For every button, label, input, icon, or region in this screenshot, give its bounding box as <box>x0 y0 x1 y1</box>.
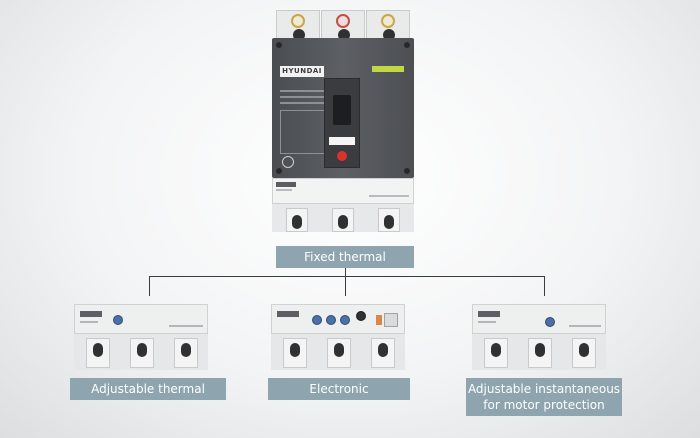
accent-strip <box>372 66 404 72</box>
caption-fixed-thermal: Fixed thermal <box>276 246 414 268</box>
trip-unit-adjustable-instantaneous <box>472 304 606 370</box>
caption-electronic: Electronic <box>268 378 410 400</box>
breaker-housing: HYUNDAI <box>272 38 414 178</box>
spec-table <box>280 110 328 154</box>
top-terminal <box>366 10 410 41</box>
connector-horizontal <box>149 276 545 277</box>
main-breaker-image: HYUNDAI <box>268 10 418 232</box>
caption-text-line2: for motor protection <box>483 398 605 412</box>
handle-well <box>324 78 360 168</box>
connector-left <box>149 276 150 296</box>
rating-label <box>329 137 355 145</box>
trip-unit-electronic <box>271 304 405 370</box>
caption-text: Electronic <box>309 382 369 396</box>
connector-center <box>345 276 346 296</box>
trip-unit-adjustable-thermal <box>74 304 208 370</box>
top-terminal <box>321 10 365 41</box>
caption-text: Fixed thermal <box>304 250 386 264</box>
caption-text-line1: Adjustable instantaneous <box>467 382 621 396</box>
connector-right <box>544 276 545 296</box>
connector-stem <box>345 268 346 277</box>
caption-text: Adjustable thermal <box>91 382 205 396</box>
bottom-terminals <box>272 204 414 232</box>
spec-lines <box>280 90 324 108</box>
top-terminal <box>276 10 320 41</box>
caption-adjustable-thermal: Adjustable thermal <box>70 378 226 400</box>
toggle-handle <box>333 95 351 125</box>
trip-button-icon <box>337 151 347 161</box>
fixed-trip-unit <box>272 178 414 204</box>
caption-adjustable-instantaneous: Adjustable instantaneous for motor prote… <box>466 378 622 416</box>
ce-mark-icon <box>282 156 294 168</box>
brand-logo: HYUNDAI <box>280 66 324 77</box>
